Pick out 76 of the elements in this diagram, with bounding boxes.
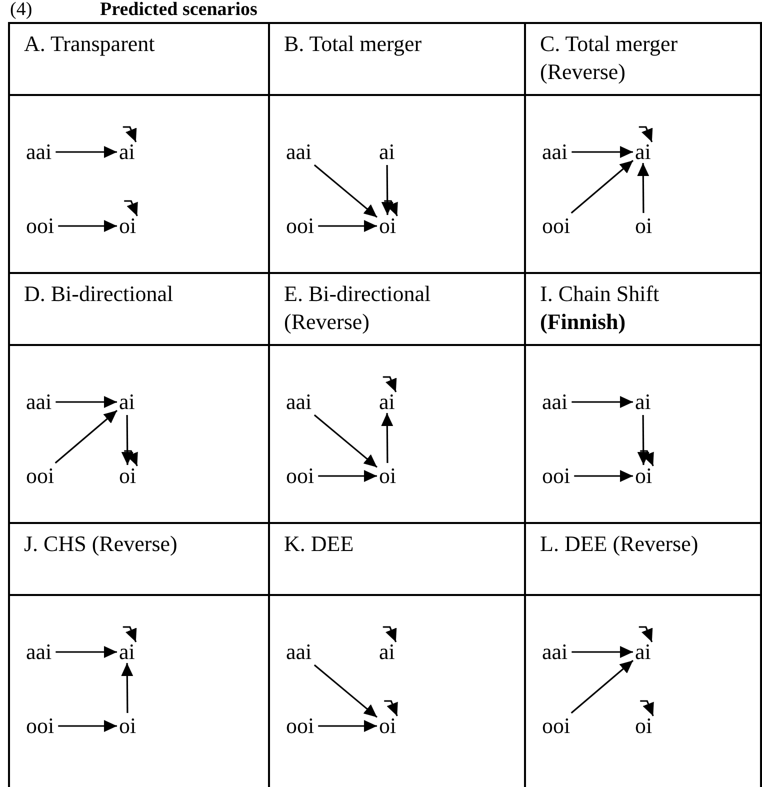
arrow xyxy=(56,646,117,658)
arrow xyxy=(121,415,134,465)
header-cell: C. Total merger (Reverse) xyxy=(524,22,762,96)
arrow xyxy=(572,396,633,408)
word-label: aai xyxy=(285,392,313,412)
word-label: ooi xyxy=(25,716,56,736)
word-label: aai xyxy=(541,642,569,662)
word-label: ai xyxy=(378,142,396,162)
title: Predicted scenarios xyxy=(100,0,258,20)
arrow xyxy=(318,220,377,232)
arrow xyxy=(56,146,117,158)
word-label: ai xyxy=(634,392,652,412)
loop-arrow xyxy=(638,126,653,142)
loop-arrow xyxy=(122,626,137,642)
word-label: ooi xyxy=(541,716,572,736)
arrow xyxy=(570,160,634,214)
word-label: aai xyxy=(541,142,569,162)
arrow xyxy=(56,396,117,408)
word-label: ooi xyxy=(285,716,316,736)
arrow xyxy=(314,414,378,468)
word-label: ai xyxy=(118,392,136,412)
word-label: aai xyxy=(285,642,313,662)
word-label: ooi xyxy=(285,216,316,236)
arrow xyxy=(381,165,394,215)
word-label: oi xyxy=(634,466,654,486)
arrow xyxy=(637,163,650,213)
figure-number: (4) xyxy=(10,0,32,20)
arrow xyxy=(58,220,117,232)
word-label: ooi xyxy=(25,466,56,486)
arrow xyxy=(572,146,633,158)
word-label: ai xyxy=(634,642,652,662)
arrow xyxy=(314,164,378,218)
loop-arrow xyxy=(122,126,137,142)
loop-arrow xyxy=(382,626,397,642)
word-label: oi xyxy=(118,466,138,486)
arrow xyxy=(381,413,394,463)
arrow xyxy=(58,720,117,732)
word-label: oi xyxy=(118,716,138,736)
arrow xyxy=(570,660,634,714)
arrow xyxy=(314,664,378,718)
word-label: aai xyxy=(285,142,313,162)
word-label: ooi xyxy=(285,466,316,486)
arrow xyxy=(54,410,118,464)
word-label: aai xyxy=(25,392,53,412)
arrow xyxy=(637,415,650,465)
loop-arrow xyxy=(124,450,138,466)
word-label: aai xyxy=(25,642,53,662)
arrow xyxy=(574,470,633,482)
word-label: ai xyxy=(118,642,136,662)
arrow xyxy=(572,646,633,658)
word-label: aai xyxy=(25,142,53,162)
loop-arrow xyxy=(638,626,653,642)
loop-arrow xyxy=(124,200,138,216)
word-label: oi xyxy=(634,216,654,236)
word-label: ai xyxy=(634,142,652,162)
word-label: ooi xyxy=(25,216,56,236)
word-label: ai xyxy=(118,142,136,162)
word-label: oi xyxy=(378,216,398,236)
word-label: ai xyxy=(378,392,396,412)
arrow xyxy=(318,470,377,482)
arrow xyxy=(121,663,134,713)
word-label: oi xyxy=(378,716,398,736)
word-label: aai xyxy=(541,392,569,412)
word-label: oi xyxy=(118,216,138,236)
word-label: ooi xyxy=(541,466,572,486)
loop-arrow xyxy=(382,376,397,392)
loop-arrow xyxy=(384,200,398,216)
word-label: oi xyxy=(634,716,654,736)
header-cell: A. Transparent xyxy=(8,22,270,96)
arrow xyxy=(318,720,377,732)
word-label: ooi xyxy=(541,216,572,236)
loop-arrow xyxy=(640,450,654,466)
word-label: ai xyxy=(378,642,396,662)
loop-arrow xyxy=(640,700,654,716)
loop-arrow xyxy=(384,700,398,716)
word-label: oi xyxy=(378,466,398,486)
